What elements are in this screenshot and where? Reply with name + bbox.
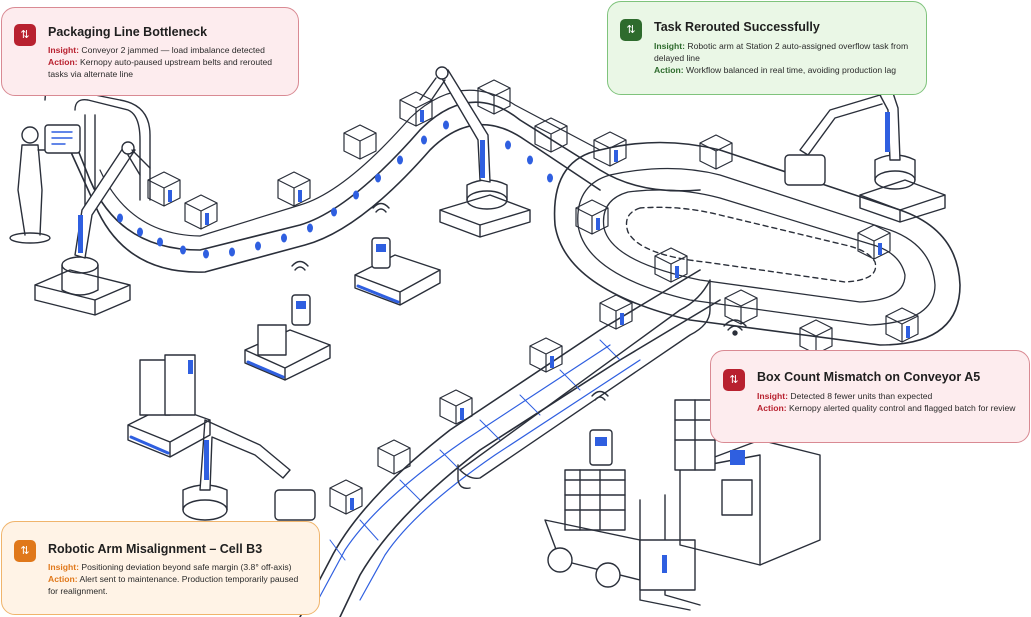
- alert-card-task-rerouted[interactable]: ⇅ Task Rerouted Successfully Insight: Ro…: [607, 1, 927, 95]
- alert-title: Packaging Line Bottleneck: [48, 25, 208, 39]
- action-text: Kernopy alerted quality control and flag…: [789, 403, 1016, 413]
- action-label: Action:: [757, 403, 787, 413]
- robotic-arms: [34, 66, 946, 521]
- wifi-signal-icons: [723, 319, 747, 336]
- lower-conveyor: [299, 269, 721, 617]
- insight-label: Insight:: [48, 45, 80, 55]
- insight-label: Insight:: [757, 391, 789, 401]
- alert-body: Insight: Positioning deviation beyond sa…: [48, 561, 310, 597]
- action-label: Action:: [48, 57, 78, 67]
- agv-carts: [127, 202, 441, 458]
- alert-body: Insight: Conveyor 2 jammed — load imbala…: [48, 44, 288, 80]
- alert-card-packaging-bottleneck[interactable]: ⇅ Packaging Line Bottleneck Insight: Con…: [1, 7, 299, 96]
- insight-label: Insight:: [654, 41, 686, 51]
- action-text: Kernopy auto-paused upstream belts and r…: [48, 57, 273, 79]
- insight-label: Insight:: [48, 562, 80, 572]
- alert-title: Robotic Arm Misalignment – Cell B3: [48, 542, 263, 556]
- alert-route-icon: ⇅: [620, 19, 642, 41]
- alert-title: Box Count Mismatch on Conveyor A5: [757, 370, 981, 384]
- alert-route-icon: ⇅: [14, 540, 36, 562]
- action-label: Action:: [654, 65, 684, 75]
- alert-card-box-count-mismatch[interactable]: ⇅ Box Count Mismatch on Conveyor A5 Insi…: [710, 350, 1030, 443]
- insight-text: Detected 8 fewer units than expected: [790, 391, 933, 401]
- action-label: Action:: [48, 574, 78, 584]
- insight-text: Positioning deviation beyond safe margin…: [81, 562, 292, 572]
- boxes: [147, 79, 919, 515]
- action-text: Alert sent to maintenance. Production te…: [48, 574, 299, 596]
- conveyor-rollers: [117, 120, 553, 259]
- upper-conveyor: [69, 89, 701, 273]
- insight-text: Robotic arm at Station 2 auto-assigned o…: [654, 41, 909, 63]
- alert-body: Insight: Robotic arm at Station 2 auto-a…: [654, 40, 916, 76]
- worker: [9, 124, 81, 244]
- alert-title: Task Rerouted Successfully: [654, 20, 820, 34]
- alert-route-icon: ⇅: [14, 24, 36, 46]
- alert-body: Insight: Detected 8 fewer units than exp…: [757, 390, 1019, 414]
- forklift: [544, 390, 701, 611]
- action-text: Workflow balanced in real time, avoiding…: [686, 65, 897, 75]
- insight-text: Conveyor 2 jammed — load imbalance detec…: [81, 45, 265, 55]
- alert-route-icon: ⇅: [723, 369, 745, 391]
- alert-card-robotic-arm-misalignment[interactable]: ⇅ Robotic Arm Misalignment – Cell B3 Ins…: [1, 521, 320, 615]
